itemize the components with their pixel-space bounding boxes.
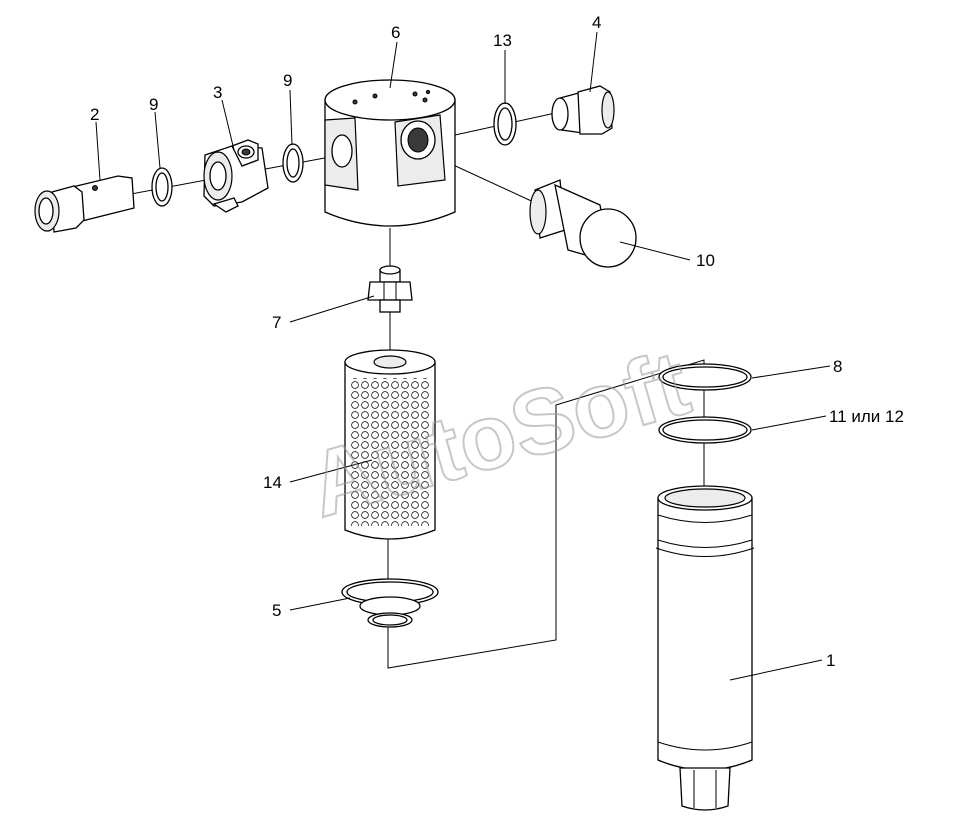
label-part-9-right: 9 — [283, 71, 292, 90]
part-3-banjo-fitting — [203, 139, 269, 213]
label-part-7: 7 — [272, 313, 281, 332]
label-part-11-12: 11 или 12 — [829, 407, 904, 426]
part-1-filter-bowl — [655, 485, 755, 811]
label-part-14: 14 — [263, 473, 282, 492]
part-4-nipple-fitting — [551, 85, 615, 135]
label-part-5: 5 — [272, 601, 281, 620]
part-9-seal-ring-left — [151, 167, 173, 207]
part-9-seal-ring-right — [282, 143, 304, 183]
label-part-9-left: 9 — [149, 95, 158, 114]
part-7-connector — [367, 265, 413, 313]
label-part-1: 1 — [826, 651, 835, 670]
leader-lines — [95, 31, 831, 681]
label-part-3: 3 — [213, 83, 222, 102]
label-part-13: 13 — [493, 31, 512, 50]
part-14-filter-element — [344, 349, 436, 540]
part-2-union-fitting — [34, 175, 135, 233]
part-10-plug — [529, 179, 637, 268]
label-part-6: 6 — [391, 23, 400, 42]
part-11-12-seal-ring — [658, 416, 752, 444]
part-6-filter-head — [324, 79, 456, 227]
part-13-seal-ring — [493, 102, 517, 146]
label-part-10: 10 — [696, 251, 715, 270]
part-8-seal-ring — [658, 363, 752, 391]
label-part-8: 8 — [833, 357, 842, 376]
part-5-spring — [341, 578, 439, 628]
label-part-4: 4 — [592, 13, 601, 32]
label-part-2: 2 — [90, 105, 99, 124]
